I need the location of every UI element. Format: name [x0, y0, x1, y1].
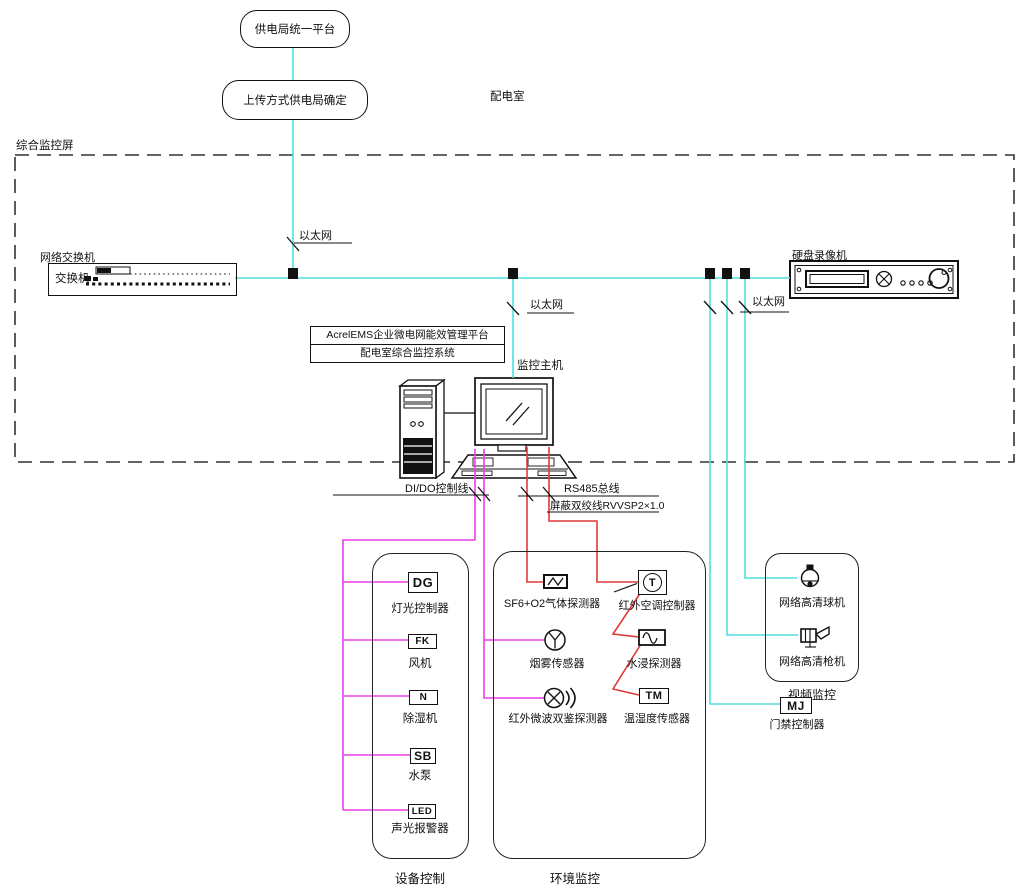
- sf6-gas-detector-icon: [543, 574, 568, 589]
- platform-caption-line2: 配电室综合监控系统: [360, 347, 455, 359]
- cable-spec-label: 屏蔽双绞线RVVSP2×1.0: [550, 500, 665, 512]
- node-power-bureau-platform-label: 供电局统一平台: [254, 24, 336, 36]
- ethernet-label-3: 以太网: [752, 296, 785, 308]
- video-group-title: 视频监控: [787, 688, 836, 702]
- dehumidifier-label: 除湿机: [402, 713, 438, 725]
- label-leader-lines: [294, 242, 789, 513]
- gas-detector-label: SF6+O2气体探测器: [503, 598, 601, 610]
- node-upload-method-label: 上传方式供电局确定: [243, 95, 347, 107]
- ac-controller-leader-line: [613, 582, 638, 593]
- light-controller-code: DG: [412, 575, 434, 590]
- environment-group-title: 环境监控: [549, 872, 600, 886]
- water-pump-code: SB: [414, 749, 432, 763]
- light-controller-label: 灯光控制器: [391, 603, 449, 615]
- ethernet-label-1: 以太网: [299, 230, 332, 242]
- workstation-graphic: [398, 377, 578, 480]
- network-switch: 交换机: [48, 263, 237, 296]
- monitor-screen-label: 综合监控屏: [16, 140, 74, 152]
- water-leak-detector-icon: [638, 629, 666, 646]
- access-controller-code: MJ: [787, 698, 805, 713]
- smoke-sensor-label: 烟雾传感器: [529, 658, 585, 670]
- fan-label: 风机: [408, 658, 432, 670]
- dido-bus-label: DI/DO控制线: [405, 483, 469, 495]
- platform-caption-box: AcrelEMS企业微电网能效管理平台 配电室综合监控系统: [310, 326, 505, 363]
- host-label: 监控主机: [517, 360, 563, 372]
- ac-controller-code: T: [648, 576, 657, 589]
- temp-humidity-sensor-label: 温湿度传感器: [624, 713, 690, 725]
- bus-connectors: [288, 268, 750, 279]
- dehumidifier-icon: N: [409, 689, 438, 705]
- water-pump-icon: SB: [410, 748, 436, 764]
- platform-caption-line1: AcrelEMS企业微电网能效管理平台: [311, 327, 504, 345]
- light-controller-icon: DG: [408, 572, 438, 593]
- sound-light-alarm-icon: LED: [408, 804, 436, 819]
- switch-ports-graphic: [84, 266, 230, 286]
- switch-name-label: 交换机: [55, 273, 90, 285]
- ac-controller-icon: T: [638, 570, 667, 595]
- sound-light-alarm-code: LED: [411, 806, 433, 817]
- dual-tech-detector-label: 红外微波双鉴探测器: [508, 713, 608, 725]
- sound-light-alarm-label: 声光报警器: [391, 823, 449, 835]
- dvr-title: 硬盘录像机: [792, 250, 847, 262]
- ethernet-label-2: 以太网: [530, 299, 563, 311]
- video-group-box: [765, 553, 859, 682]
- temp-humidity-sensor-icon: TM: [639, 688, 669, 704]
- access-controller-label: 门禁控制器: [769, 719, 825, 731]
- water-pump-label: 水泵: [408, 770, 432, 782]
- environment-group-box: [493, 551, 706, 859]
- smoke-sensor-icon: [544, 629, 566, 651]
- room-label: 配电室: [490, 91, 525, 103]
- node-upload-method: 上传方式供电局确定: [222, 80, 368, 120]
- dvr-graphic: [789, 260, 959, 299]
- dual-tech-detector-icon: [543, 687, 576, 709]
- dehumidifier-code: N: [419, 691, 428, 703]
- device-control-group-box: [372, 553, 469, 859]
- temp-humidity-sensor-code: TM: [645, 690, 663, 702]
- fan-icon: FK: [408, 633, 437, 649]
- dome-camera-icon: [800, 564, 820, 588]
- device-group-title: 设备控制: [394, 872, 445, 886]
- node-power-bureau-platform: 供电局统一平台: [240, 10, 350, 48]
- switch-title: 网络交换机: [40, 252, 95, 264]
- rs485-bus-label: RS485总线: [564, 483, 620, 495]
- water-leak-detector-label: 水浸探测器: [626, 658, 682, 670]
- bullet-camera-label: 网络高清枪机: [779, 656, 845, 668]
- bullet-camera-icon: [800, 625, 830, 648]
- fan-code: FK: [415, 635, 430, 647]
- dome-camera-label: 网络高清球机: [779, 597, 845, 609]
- ac-controller-circle: T: [643, 573, 662, 592]
- ac-controller-label: 红外空调控制器: [618, 600, 696, 612]
- access-controller-icon: MJ: [780, 697, 812, 714]
